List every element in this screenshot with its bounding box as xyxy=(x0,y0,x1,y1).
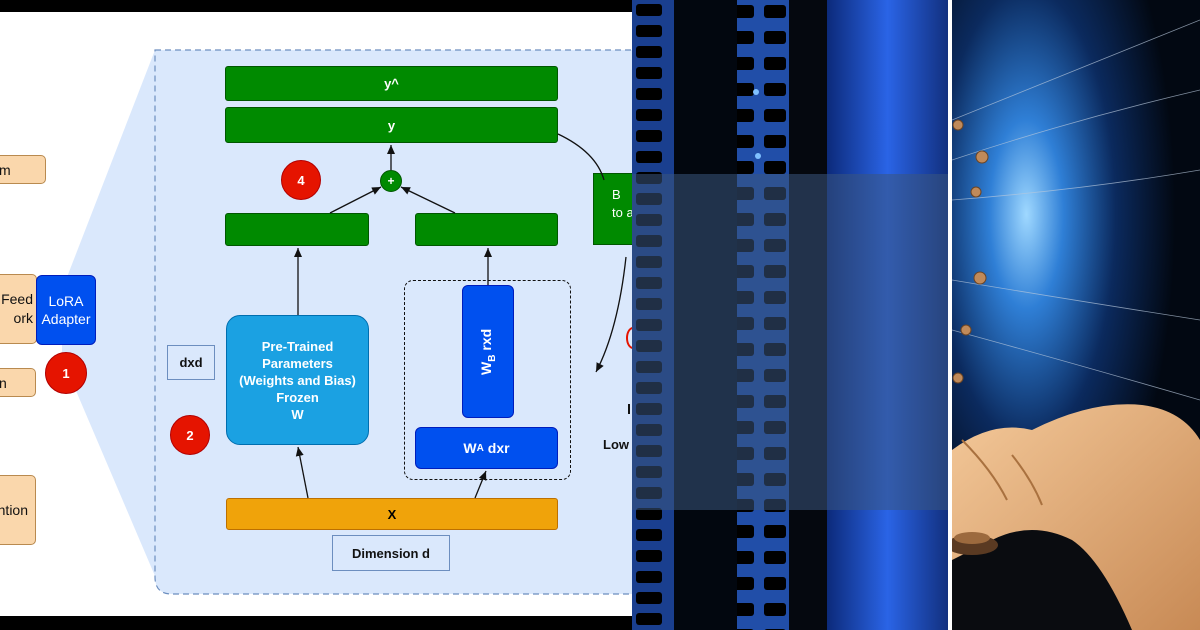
partial-side-box: B to a xyxy=(593,173,632,245)
attention-box: ntion xyxy=(0,475,36,545)
norm-bottom-box: n xyxy=(0,368,36,397)
frozen-output-box xyxy=(225,213,369,246)
panel-divider xyxy=(948,0,952,630)
y-box: y xyxy=(225,107,558,143)
lora-adapter-box: LoRA Adapter xyxy=(36,275,96,345)
server-rack-illustration xyxy=(632,0,948,630)
feed-forward-box: Feed ork xyxy=(0,274,37,344)
wb-label: WB rxd xyxy=(478,328,498,375)
server-photo-panel xyxy=(632,0,948,630)
badge-2: 2 xyxy=(170,415,210,455)
hand-illustration xyxy=(952,0,1200,630)
dimension-d-label: Dimension d xyxy=(332,535,450,571)
diagram-page: m Feed ork LoRA Adapter n ntion 1 y^ y +… xyxy=(0,12,632,616)
badge-1: 1 xyxy=(45,352,87,394)
input-x-box: X xyxy=(226,498,558,530)
diagram-panel: m Feed ork LoRA Adapter n ntion 1 y^ y +… xyxy=(0,12,632,616)
low-rank-partial-label: Low xyxy=(603,437,629,452)
partial-mark xyxy=(628,404,630,414)
norm-top-box: m xyxy=(0,155,46,184)
wb-matrix-box: WB rxd xyxy=(462,285,514,418)
lora-output-box xyxy=(415,213,558,246)
plus-node: + xyxy=(380,170,402,192)
pretrained-weights-box: Pre-Trained Parameters (Weights and Bias… xyxy=(226,315,369,445)
zoom-wedge xyxy=(62,50,155,576)
dxd-label: dxd xyxy=(167,345,215,380)
badge-4: 4 xyxy=(281,160,321,200)
y-hat-box: y^ xyxy=(225,66,558,101)
tech-art-panel xyxy=(952,0,1200,630)
